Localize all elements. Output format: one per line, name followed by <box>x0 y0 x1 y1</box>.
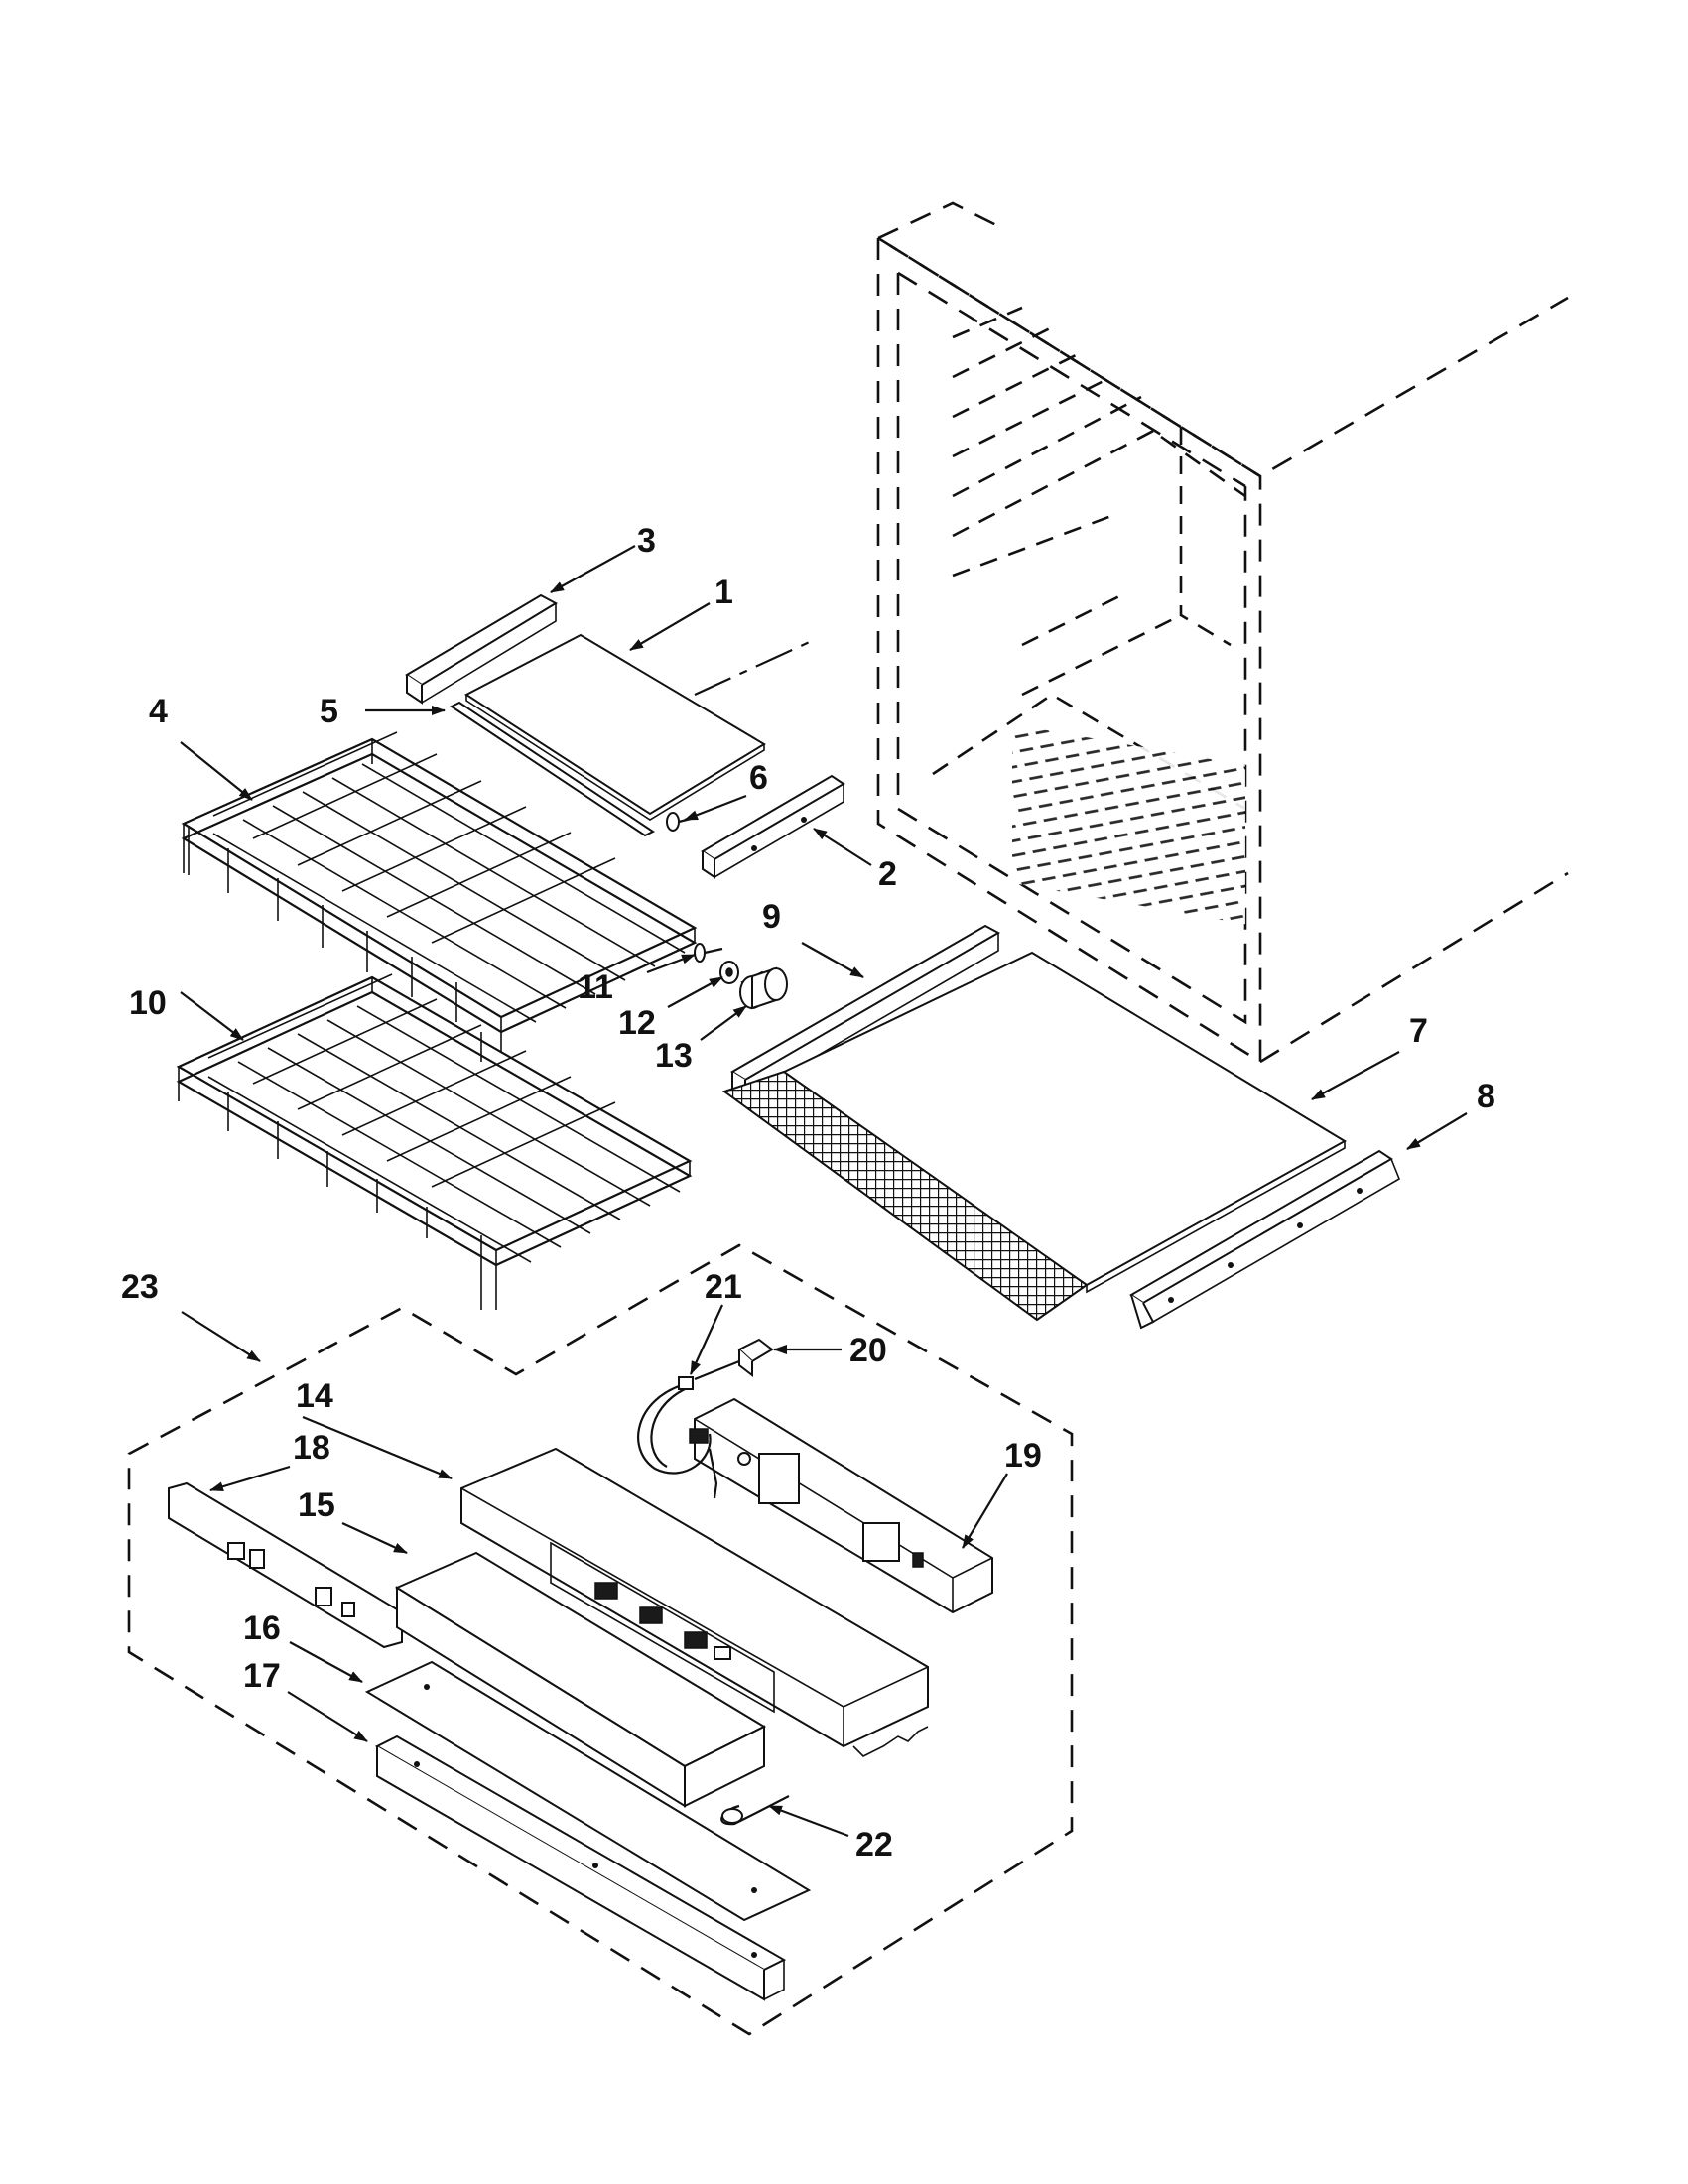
callout-13: 13 <box>655 1037 693 1075</box>
part-15-insulation-block <box>394 1551 767 1808</box>
callout-7: 7 <box>1409 1012 1428 1050</box>
part-22-clip <box>720 1795 790 1826</box>
callout-17: 17 <box>243 1657 281 1695</box>
part-18-trim-plate <box>168 1481 403 1649</box>
part-2-side-rail <box>701 774 845 879</box>
part-9-front-trim <box>730 924 1001 1099</box>
callout-16: 16 <box>243 1609 281 1647</box>
part-3-rail <box>405 593 559 705</box>
part-12-washer <box>719 961 739 984</box>
callout-9: 9 <box>762 898 781 936</box>
callout-23: 23 <box>121 1268 159 1306</box>
callout-8: 8 <box>1477 1078 1495 1115</box>
part-1-shelf-panel <box>464 633 766 821</box>
part-6-screw <box>666 812 696 832</box>
part-4-wire-rack <box>181 731 698 1062</box>
part-14-control-housing <box>460 1447 929 1757</box>
part-21-wire-harness <box>637 1357 745 1499</box>
part-20-connector <box>737 1338 774 1378</box>
callout-19: 19 <box>1004 1437 1042 1475</box>
callout-10: 10 <box>129 984 167 1022</box>
callout-15: 15 <box>298 1486 335 1524</box>
callout-3: 3 <box>637 522 656 560</box>
part-16-flat-plate <box>364 1660 812 1922</box>
part-5-trim-strip <box>450 701 655 837</box>
part-19-control-board <box>694 1397 993 1614</box>
part-11-screw <box>694 943 723 963</box>
callout-labels: 3 1 5 4 6 2 9 10 11 12 13 7 8 23 21 20 1… <box>121 522 1495 1863</box>
cabinet-outline <box>876 201 1569 1065</box>
part-7-bottom-panel <box>721 951 1347 1322</box>
part-8-side-rail <box>1129 1149 1400 1330</box>
callout-1: 1 <box>714 574 733 611</box>
callout-4: 4 <box>149 693 168 730</box>
callout-21: 21 <box>705 1268 742 1306</box>
callout-22: 22 <box>855 1826 893 1863</box>
callout-11: 11 <box>578 968 613 1006</box>
callout-20: 20 <box>849 1332 887 1369</box>
callout-14: 14 <box>296 1377 333 1415</box>
callout-2: 2 <box>878 855 897 893</box>
callout-6: 6 <box>749 759 768 797</box>
part-10-wire-rack <box>176 973 693 1310</box>
callout-5: 5 <box>320 693 338 730</box>
callout-12: 12 <box>618 1004 656 1042</box>
part-13-spacer <box>739 966 788 1010</box>
part-17-bottom-channel <box>374 1734 787 2001</box>
leader-lines <box>180 545 1468 1838</box>
callout-18: 18 <box>293 1429 330 1467</box>
part-23-kit-boundary <box>127 1243 1074 2036</box>
